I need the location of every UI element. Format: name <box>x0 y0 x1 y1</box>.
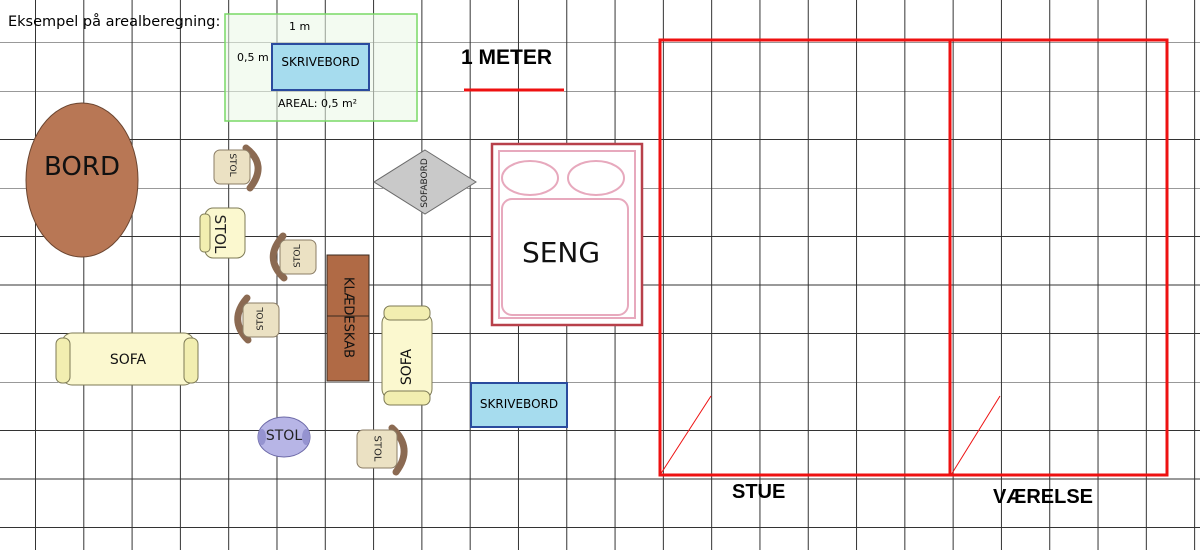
room-label-bedroom: VÆRELSE <box>993 486 1094 508</box>
example-width-label: 1 m <box>289 20 311 33</box>
chair-blue <box>257 416 311 458</box>
coffee-table-label: SOFABORD <box>420 158 430 208</box>
chair-label-2: STOL <box>211 214 229 254</box>
chair-label-1: STOL <box>227 153 237 177</box>
desk-shape <box>470 382 568 428</box>
chair-label-4: STOL <box>256 307 266 331</box>
chair-3 <box>269 232 317 282</box>
wardrobe-shape <box>326 254 370 382</box>
example-desk <box>271 43 370 91</box>
room-walls <box>658 38 1169 477</box>
example-title: Eksempel på arealberegning: <box>8 14 221 30</box>
sofa-left <box>55 332 199 386</box>
scale-label: 1 METER <box>461 46 553 69</box>
chair-4 <box>234 294 280 344</box>
coffee-table-shape <box>373 149 477 215</box>
bed-shape <box>490 142 644 327</box>
table-shape <box>25 102 139 258</box>
desk-label: SKRIVEBORD <box>479 397 559 411</box>
chair-label-3: STOL <box>293 244 303 268</box>
bed-label: SENG <box>521 236 601 269</box>
sofa-left-label: SOFA <box>109 352 147 368</box>
example-area-label: AREAL: 0,5 m² <box>278 97 358 110</box>
chair-label-blue: STOL <box>265 428 303 444</box>
example-height-label: 0,5 m <box>237 51 269 64</box>
sofa-vertical <box>381 305 433 406</box>
chair-5 <box>356 424 408 476</box>
chair-2 <box>199 207 246 259</box>
example-desk-label: SKRIVEBORD <box>281 55 360 69</box>
chair-1 <box>213 144 262 192</box>
wardrobe-label: KLÆDESKAB <box>340 276 356 358</box>
room-label-living: STUE <box>732 481 786 503</box>
sofa-vertical-label: SOFA <box>399 348 415 386</box>
table-label: BORD <box>44 152 120 182</box>
chair-label-5: STOL <box>371 435 383 462</box>
